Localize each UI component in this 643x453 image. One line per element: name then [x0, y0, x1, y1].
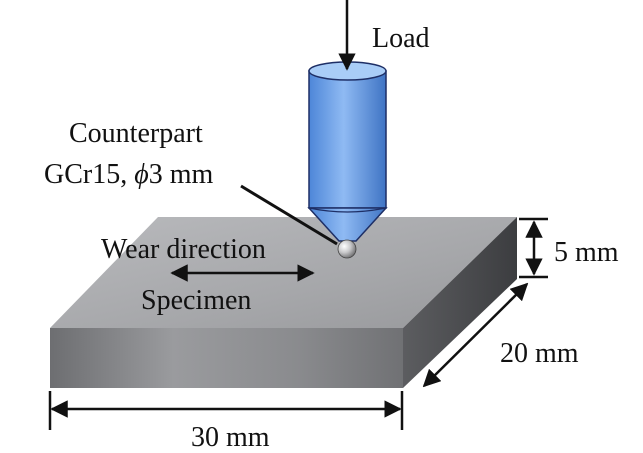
depth-label: 20 mm [500, 338, 579, 369]
length-label: 30 mm [191, 422, 270, 453]
counterpart-leader-line [240, 184, 338, 246]
pin-tip-edge [308, 207, 387, 213]
phi-symbol: ϕ [134, 159, 149, 190]
pin-tip [307, 207, 388, 242]
counterpart-material: GCr15, [44, 159, 134, 190]
ball-icon [337, 239, 357, 259]
thickness-label: 5 mm [554, 237, 619, 268]
pin-body [308, 70, 387, 209]
counterpart-spec-label: GCr15, ϕ3 mm [44, 159, 214, 190]
counterpart-diameter: 3 mm [149, 159, 214, 190]
counterpart-label: Counterpart [69, 118, 203, 149]
specimen-label: Specimen [141, 285, 251, 316]
depth-arrow [422, 282, 529, 388]
specimen-front-face [50, 328, 403, 388]
wear-direction-label: Wear direction [101, 234, 266, 265]
load-label: Load [372, 23, 430, 54]
